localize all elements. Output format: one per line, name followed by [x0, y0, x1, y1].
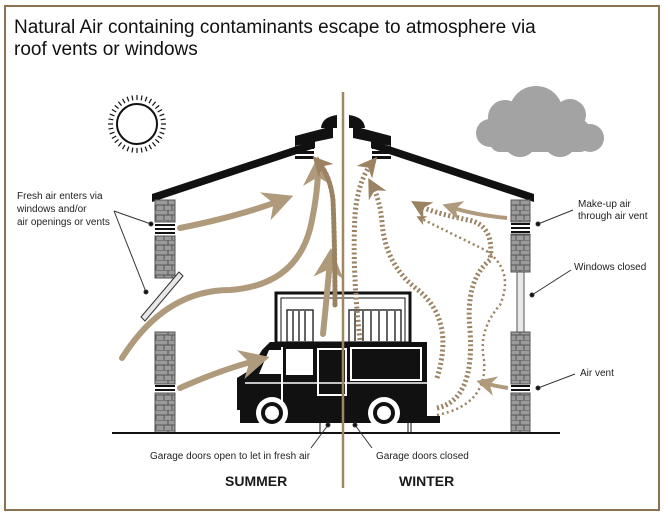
sun-ray — [159, 113, 165, 117]
arrow-garage — [313, 248, 344, 337]
sun-ray — [144, 96, 148, 102]
sun-ray — [117, 141, 123, 147]
garage-closed-label: Garage doors closed — [376, 451, 469, 462]
sun-ray — [126, 146, 130, 152]
sun-ray — [109, 113, 115, 117]
sun-ray — [157, 135, 163, 140]
air-vent-label: Air vent — [580, 368, 614, 379]
garage-open-label: Garage doors open to let in fresh air — [150, 451, 311, 462]
sun-ray — [160, 127, 166, 130]
sun-ray — [108, 127, 114, 130]
arrow-upper-vent — [177, 192, 294, 231]
arrow-window — [119, 156, 333, 361]
windows-closed-label: Windows closed — [574, 262, 646, 273]
sun-ray — [160, 118, 166, 121]
sun-ray — [108, 118, 114, 121]
sun-ray — [154, 138, 160, 144]
sun-ray — [121, 98, 126, 104]
cloud-icon — [476, 86, 604, 157]
summer-label: SUMMER — [225, 473, 287, 489]
sun-ray — [140, 95, 143, 101]
sun-ray — [131, 147, 134, 153]
sun-ray — [148, 98, 153, 104]
sun-ray — [109, 131, 115, 135]
sun-ray — [111, 108, 117, 113]
title-line-2: roof vents or windows — [14, 39, 198, 60]
sun-ray — [131, 95, 134, 101]
sun-ray — [121, 144, 126, 150]
roof — [152, 115, 534, 202]
winter-airflow-arrows — [351, 156, 509, 417]
sun-ray — [148, 144, 153, 150]
sun-icon — [108, 95, 166, 153]
truck-icon — [237, 291, 440, 433]
sun-ray — [140, 147, 143, 153]
closed-window — [516, 271, 525, 333]
diagram-title: Natural Air containing contaminants esca… — [14, 17, 614, 61]
sun-ray — [154, 104, 160, 110]
sun-ray — [114, 104, 120, 110]
sun-ray — [114, 138, 120, 144]
sun-ray — [117, 101, 123, 107]
winter-label: WINTER — [399, 473, 454, 489]
arrow-lower-vent — [177, 350, 270, 391]
sun-ray — [159, 131, 165, 135]
left-wall — [140, 199, 184, 434]
sun-ray — [157, 108, 163, 113]
sun-ray — [151, 141, 157, 147]
sun-ray — [126, 96, 130, 102]
fresh-air-label: Fresh air enters via windows and/or air … — [16, 191, 110, 228]
sun-ray — [111, 135, 117, 140]
open-window — [140, 271, 184, 322]
sun-ray — [144, 146, 148, 152]
summer-airflow-arrows — [119, 156, 344, 391]
arrow-summer-dotted — [312, 156, 338, 308]
sun-ray — [151, 101, 157, 107]
makeup-air-label: Make-up air through air vent — [578, 199, 648, 222]
title-line-1: Natural Air containing contaminants esca… — [14, 17, 536, 38]
right-wall — [510, 199, 531, 434]
callout-lines — [113, 209, 576, 449]
